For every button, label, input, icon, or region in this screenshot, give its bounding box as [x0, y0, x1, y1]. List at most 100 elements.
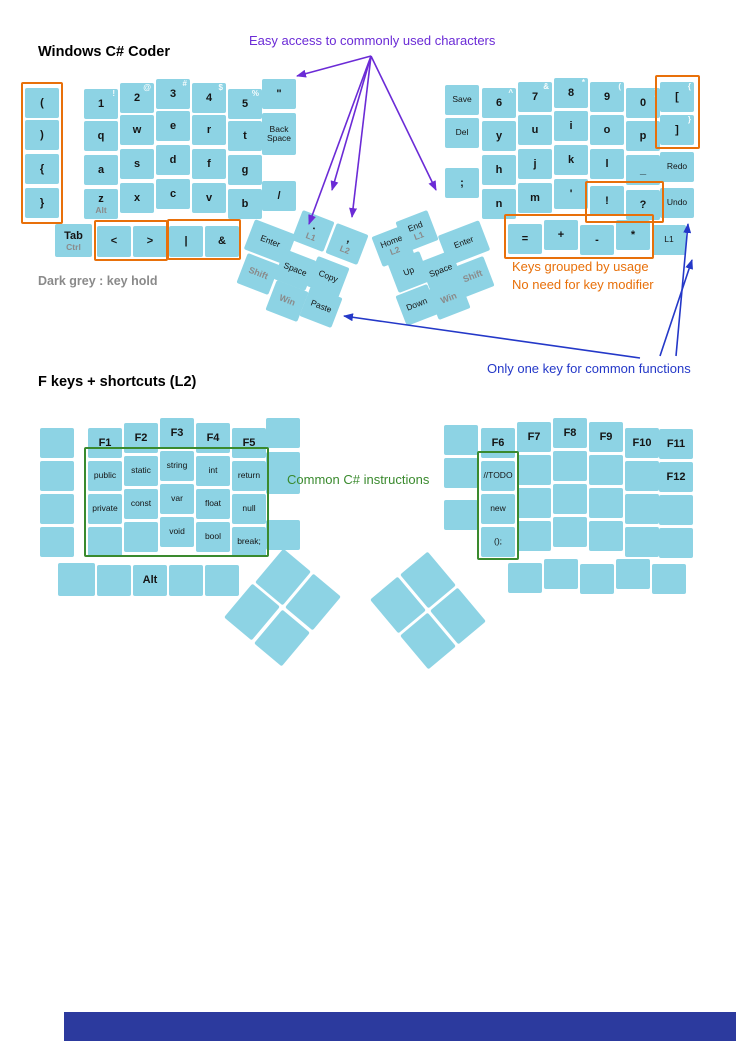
key-f5: F5: [232, 428, 266, 458]
key-symbol: ": [262, 79, 296, 109]
key-blank: [616, 559, 650, 589]
key-f6: F6: [481, 428, 515, 458]
key-symbol: }]: [660, 115, 694, 145]
key-f8: F8: [553, 418, 587, 448]
key-v: v: [192, 183, 226, 213]
key-blank: [517, 521, 551, 551]
key-symbol: !: [590, 186, 624, 216]
key-blank: [88, 527, 122, 557]
key-static: static: [124, 456, 158, 486]
key-5: %5: [228, 89, 262, 119]
key-c: c: [156, 179, 190, 209]
key-f3: F3: [160, 418, 194, 448]
key-symbol: +: [544, 220, 578, 250]
key-3: #3: [156, 79, 190, 109]
key-blank: [40, 428, 74, 458]
key-blank: [40, 494, 74, 524]
key-p: p: [626, 121, 660, 151]
key-b: b: [228, 189, 262, 219]
key-blank: [580, 564, 614, 594]
key-blank: [40, 527, 74, 557]
key-u: u: [518, 115, 552, 145]
key-0: )0: [626, 88, 660, 118]
paren-brace-group-highlight: [21, 82, 63, 224]
key-blank: [444, 425, 478, 455]
legend-key-hold: Dark grey : key hold: [38, 274, 158, 288]
key-blank: [553, 484, 587, 514]
key-f1: F1: [88, 428, 122, 458]
key-1: !1: [84, 89, 118, 119]
key-e: e: [156, 111, 190, 141]
punctuation-group-highlight: [585, 181, 664, 223]
key-q: q: [84, 121, 118, 151]
key-symbol: ): [25, 120, 59, 150]
key-symbol: ': [554, 179, 588, 209]
key-symbol: {: [25, 154, 59, 184]
logic-group-highlight: [167, 219, 241, 260]
annotation-grouped-line1: Keys grouped by usage: [512, 259, 649, 274]
key-var: var: [160, 484, 194, 514]
key-const: const: [124, 489, 158, 519]
annotation-easy-access: Easy access to commonly used characters: [249, 33, 496, 48]
key-a: a: [84, 155, 118, 185]
key-string: string: [160, 451, 194, 481]
key-blank: [266, 520, 300, 550]
key-r: r: [192, 115, 226, 145]
key-blank: [589, 455, 623, 485]
key-symbol: -: [580, 225, 614, 255]
key-j: j: [518, 149, 552, 179]
key-symbol: }: [25, 188, 59, 218]
key-y: y: [482, 121, 516, 151]
bracket-group-highlight: [655, 75, 700, 149]
key-new: new: [481, 494, 515, 524]
key-t: t: [228, 121, 262, 151]
key-alt: Alt: [133, 565, 167, 596]
key-symbol: >: [133, 226, 167, 257]
key-blank: [169, 565, 203, 596]
key-undo: Undo: [660, 188, 694, 218]
key-symbol: /: [262, 181, 296, 211]
key-f12: F12: [659, 462, 693, 492]
key-blank: [58, 563, 95, 596]
annotation-one-key: Only one key for common functions: [487, 361, 691, 376]
operator-group-highlight: [504, 214, 654, 259]
key-blank: [444, 500, 478, 530]
key-break: break;: [232, 527, 266, 557]
key-k: k: [554, 145, 588, 175]
page-title: Windows C# Coder: [38, 44, 170, 60]
key-blank: [444, 458, 478, 488]
key-symbol: <: [97, 226, 131, 257]
key-blank: [589, 488, 623, 518]
annotation-common-cs: Common C# instructions: [287, 472, 430, 487]
key-symbol: _: [626, 155, 660, 185]
key-symbol: &: [205, 226, 239, 257]
key-symbol: =: [508, 224, 542, 254]
key-m: m: [518, 183, 552, 213]
key-public: public: [88, 461, 122, 491]
key-8: *8: [554, 78, 588, 108]
key-6: ^6: [482, 88, 516, 118]
key-del: Del: [445, 118, 479, 148]
key-blank: [625, 527, 659, 557]
key-symbol: ;: [445, 168, 479, 198]
key-blank: [508, 563, 542, 593]
key-7: &7: [518, 82, 552, 112]
key-d: d: [156, 145, 190, 175]
key-l: l: [590, 149, 624, 179]
footer-bar: [64, 1012, 736, 1041]
key-blank: [652, 564, 686, 594]
key-o: o: [590, 115, 624, 145]
key-blank: [124, 522, 158, 552]
key-h: h: [482, 155, 516, 185]
key-private: private: [88, 494, 122, 524]
compare-group-highlight: [94, 220, 168, 261]
key-symbol: (: [25, 88, 59, 118]
key-save: Save: [445, 85, 479, 115]
key-blank: [625, 494, 659, 524]
key-backspace: Back Space: [262, 113, 296, 155]
csharp-left-group-highlight: [84, 447, 269, 557]
